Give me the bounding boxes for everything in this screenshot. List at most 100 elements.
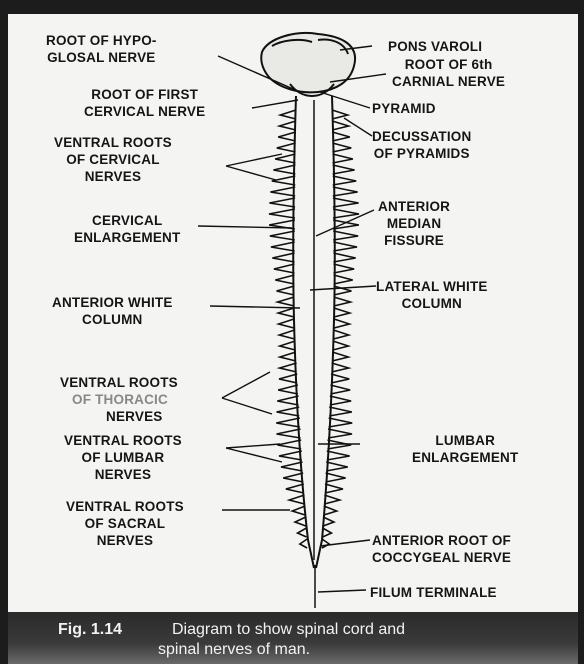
nerve-root-right-23 <box>332 363 349 372</box>
nerve-root-right-2 <box>332 132 349 141</box>
nerve-root-right-13 <box>333 253 355 262</box>
label-root-hypoglossal: ROOT OF HYPO- GLOSAL NERVE <box>46 32 157 66</box>
leader-fissure <box>316 210 374 236</box>
nerve-root-left-19 <box>279 319 294 328</box>
nerve-root-left-33 <box>283 473 303 482</box>
nerve-root-left-5 <box>273 165 295 174</box>
leader-pyramid <box>320 92 370 108</box>
nerve-root-right-24 <box>331 374 349 383</box>
nerve-root-right-29 <box>328 429 352 438</box>
nerve-root-left-23 <box>280 363 297 372</box>
nerve-root-right-31 <box>327 451 350 460</box>
leader-lumbar-1 <box>226 444 280 448</box>
nerve-root-left-37 <box>295 517 306 526</box>
label-ventral-roots-lumbar: VENTRAL ROOTS OF LUMBAR NERVES <box>64 432 182 483</box>
nerve-root-right-22 <box>332 352 348 361</box>
brainstem <box>261 33 355 96</box>
nerve-root-left-31 <box>279 451 302 460</box>
nerve-root-right-19 <box>334 319 349 328</box>
nerve-root-right-5 <box>333 165 355 174</box>
nerve-root-left-22 <box>280 352 296 361</box>
nerve-root-left-14 <box>274 264 295 273</box>
label-decussation-of-pyramids: DECUSSATION OF PYRAMIDS <box>372 128 471 162</box>
nerve-root-right-26 <box>330 396 351 405</box>
nerve-root-left-8 <box>269 198 295 207</box>
leader-lumbar-2 <box>226 448 282 462</box>
nerve-root-right-28 <box>329 418 353 427</box>
nerve-root-left-35 <box>289 495 304 504</box>
label-anterior-median-fissure: ANTERIOR MEDIAN FISSURE <box>378 198 450 249</box>
leader-cervical-2 <box>226 166 276 180</box>
nerve-root-left-25 <box>278 385 298 394</box>
label-pyramid: PYRAMID <box>372 100 436 117</box>
nerve-root-left-16 <box>277 286 295 295</box>
label-filum-terminale: FILUM TERMINALE <box>370 584 497 601</box>
nerve-root-left-34 <box>286 484 304 493</box>
nerve-root-left-30 <box>277 440 301 449</box>
nerve-root-right-36 <box>324 506 337 515</box>
nerve-root-right-25 <box>330 385 350 394</box>
leader-thoracic-1 <box>222 372 270 398</box>
nerve-root-left-36 <box>292 506 305 515</box>
leader-first-cervical <box>252 100 298 108</box>
nerve-root-right-3 <box>332 143 351 152</box>
nerve-root-right-0 <box>332 110 348 119</box>
label-cervical-enlargement: CERVICAL ENLARGEMENT <box>74 212 180 246</box>
nerve-root-right-33 <box>326 473 346 482</box>
nerve-root-right-7 <box>333 187 358 196</box>
nerve-root-left-2 <box>278 132 295 141</box>
nerve-root-right-10 <box>333 220 359 229</box>
nerve-root-left-24 <box>279 374 297 383</box>
nerve-root-right-35 <box>324 495 339 504</box>
leader-decussation <box>344 118 372 136</box>
leader-filum <box>318 590 366 592</box>
nerve-root-left-0 <box>280 110 296 119</box>
nerve-root-left-32 <box>281 462 303 471</box>
figure-number: Fig. 1.14 <box>58 620 122 640</box>
label-anterior-white-column: ANTERIOR WHITE COLUMN <box>52 294 173 328</box>
nerve-root-left-27 <box>277 407 300 416</box>
label-pons-varoli: PONS VAROLI <box>388 38 482 55</box>
nerve-root-right-14 <box>334 264 355 273</box>
nerve-root-right-9 <box>333 209 359 218</box>
nerve-roots-left <box>269 110 307 548</box>
leader-thoracic-2 <box>222 398 272 414</box>
nerve-root-left-12 <box>271 242 295 251</box>
nerve-root-left-13 <box>272 253 294 262</box>
label-ventral-roots-thoracic-line3: NERVES <box>106 408 162 425</box>
leader-cervical-1 <box>226 154 282 166</box>
nerve-root-right-6 <box>333 176 356 185</box>
nerve-root-left-28 <box>276 418 300 427</box>
nerve-root-left-20 <box>279 330 294 339</box>
nerve-root-right-27 <box>329 407 352 416</box>
nerve-root-left-15 <box>275 275 294 284</box>
nerve-root-right-8 <box>333 198 359 207</box>
nerve-root-right-34 <box>325 484 343 493</box>
nerve-roots-right <box>322 110 359 548</box>
nerve-root-right-4 <box>333 154 353 163</box>
nerve-root-left-9 <box>269 209 295 218</box>
nerve-root-left-11 <box>270 231 295 240</box>
nerve-root-right-21 <box>333 341 348 350</box>
label-ventral-roots-cervical: VENTRAL ROOTS OF CERVICAL NERVES <box>54 134 172 185</box>
label-ventral-roots-thoracic: VENTRAL ROOTS <box>60 374 178 391</box>
nerve-root-left-1 <box>279 121 295 130</box>
nerve-root-left-29 <box>277 429 301 438</box>
label-lumbar-enlargement: LUMBAR ENLARGEMENT <box>412 432 518 466</box>
label-root-first-cervical: ROOT OF FIRST CERVICAL NERVE <box>84 86 205 120</box>
nerve-root-left-3 <box>277 143 296 152</box>
nerve-root-left-7 <box>270 187 295 196</box>
nerve-root-right-11 <box>333 231 358 240</box>
label-ventral-roots-thoracic-line2: OF THORACIC <box>72 391 168 408</box>
nerve-root-right-38 <box>323 528 332 537</box>
nerve-root-right-32 <box>326 462 348 471</box>
nerve-root-left-38 <box>298 528 307 537</box>
nerve-root-right-12 <box>333 242 357 251</box>
nerve-root-left-26 <box>277 396 298 405</box>
nerve-root-right-39 <box>322 539 329 548</box>
nerve-root-right-17 <box>334 297 351 306</box>
caption-line-2: spinal nerves of man. <box>158 640 310 660</box>
caption-line-1: Diagram to show spinal cord and <box>172 620 405 640</box>
nerve-root-left-39 <box>300 539 307 548</box>
label-anterior-root-coccygeal: ANTERIOR ROOT OF COCCYGEAL NERVE <box>372 532 511 566</box>
